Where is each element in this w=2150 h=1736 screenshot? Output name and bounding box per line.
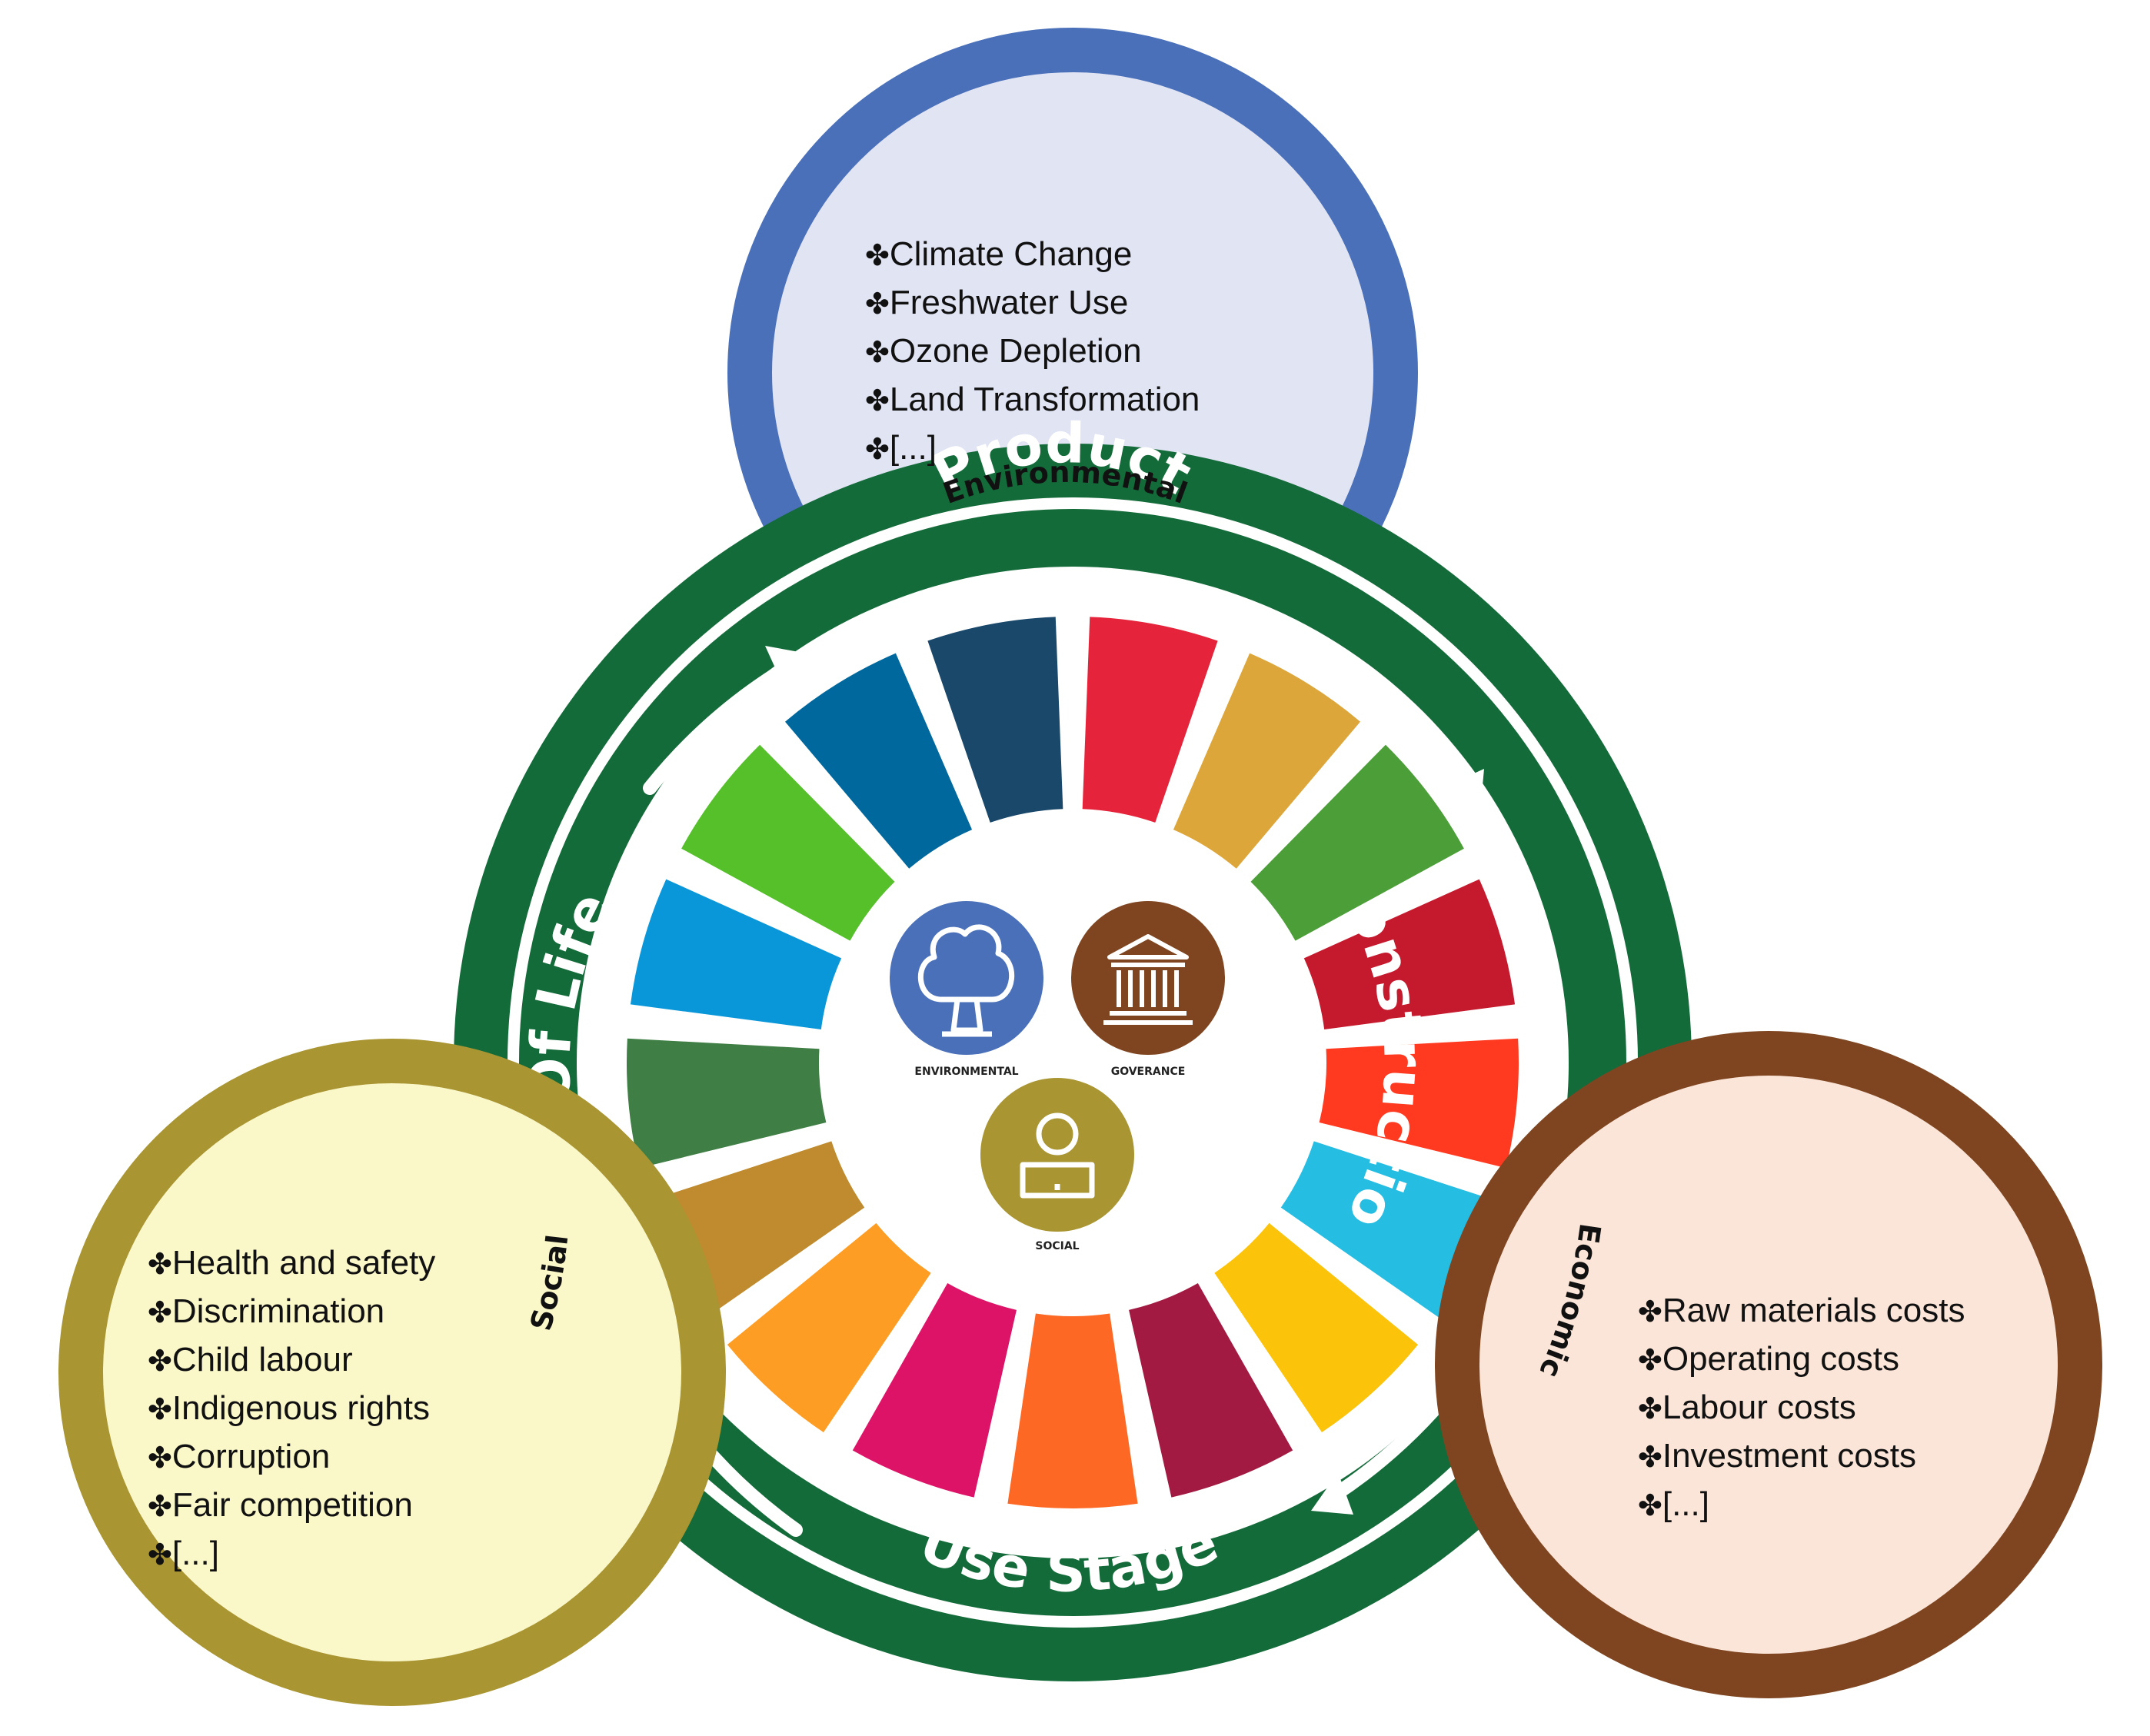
social-center-icon: SOCIAL <box>980 1078 1134 1252</box>
list-item-text: [...] <box>171 1535 219 1572</box>
list-item: ✤Discrimination <box>148 1288 435 1336</box>
tree-icon <box>890 901 1043 1055</box>
list-item-text: Corruption <box>171 1438 331 1475</box>
bullet-icon: ✤ <box>148 1344 172 1378</box>
list-item-text: Discrimination <box>171 1292 385 1330</box>
caption-environmental: ENVIRONMENTAL <box>914 1066 1018 1078</box>
sdg-segment <box>1214 1222 1419 1433</box>
list-item: ✤Freshwater Use <box>865 279 1200 328</box>
bullet-icon: ✤ <box>865 287 890 321</box>
building-icon <box>1071 901 1225 1055</box>
sdg-segment <box>1007 1313 1138 1508</box>
sdg-segment <box>1280 1141 1497 1318</box>
list-item: ✤Indigenous rights <box>148 1385 435 1433</box>
sdg-segment <box>1082 617 1218 823</box>
list-item: ✤Ozone Depletion <box>865 328 1200 376</box>
list-item-text: Health and safety <box>171 1244 436 1282</box>
bullet-icon: ✤ <box>865 432 890 466</box>
arrowhead-top-right <box>1442 769 1484 811</box>
bullet-icon: ✤ <box>1638 1488 1662 1522</box>
list-item: ✤Raw materials costs <box>1638 1287 1965 1335</box>
sdg-segment <box>627 1038 827 1169</box>
caption-governance: GOVERANCE <box>1111 1066 1186 1078</box>
list-item: ✤[...] <box>1638 1481 1965 1529</box>
list-item-text: Raw materials costs <box>1662 1292 1965 1329</box>
social-bubble <box>58 1039 726 1706</box>
environmental-center-icon: ENVIRONMENTAL <box>890 901 1043 1078</box>
bullet-icon: ✤ <box>865 384 890 417</box>
list-item: ✤[...] <box>865 424 1200 473</box>
arrow-top-right <box>1327 643 1472 795</box>
list-item: ✤Health and safety <box>148 1239 435 1288</box>
sdg-segment <box>681 744 895 941</box>
bullet-icon: ✤ <box>1638 1343 1662 1377</box>
bullet-icon: ✤ <box>148 1489 172 1523</box>
bullet-icon: ✤ <box>148 1295 172 1329</box>
bullet-icon: ✤ <box>148 1247 172 1281</box>
arrow-top-left <box>643 662 791 795</box>
caption-social: SOCIAL <box>1035 1240 1079 1252</box>
arrowhead-top-left <box>765 646 807 688</box>
sdg-segment <box>1129 1283 1293 1498</box>
list-item: ✤Labour costs <box>1638 1384 1965 1432</box>
list-item-text: Fair competition <box>171 1486 413 1524</box>
list-item: ✤Climate Change <box>865 231 1200 279</box>
list-item: ✤Child labour <box>148 1336 435 1385</box>
sdg-segment <box>1303 879 1516 1029</box>
governance-center-icon: GOVERANCE <box>1071 901 1225 1078</box>
list-item: ✤Investment costs <box>1638 1432 1965 1481</box>
list-item: ✤[...] <box>148 1530 435 1578</box>
bullet-icon: ✤ <box>1638 1295 1662 1329</box>
list-item-text: Child labour <box>171 1341 353 1378</box>
bullet-icon: ✤ <box>148 1392 172 1426</box>
list-item-text: Indigenous rights <box>171 1389 430 1427</box>
sdg-segment <box>927 617 1063 823</box>
list-item-text: Freshwater Use <box>889 284 1129 321</box>
list-item-text: [...] <box>889 429 937 467</box>
sdg-segment <box>1250 744 1464 941</box>
list-item: ✤Corruption <box>148 1433 435 1482</box>
list-item-text: [...] <box>1662 1485 1709 1523</box>
list-item-text: Ozone Depletion <box>889 332 1142 370</box>
arrowhead-bottom-right <box>1311 1472 1353 1515</box>
economic-list: ✤Raw materials costs✤Operating costs✤Lab… <box>1638 1287 1965 1529</box>
social-list: ✤Health and safety✤Discrimination✤Child … <box>148 1239 435 1578</box>
list-item: ✤Land Transformation <box>865 376 1200 424</box>
list-item-text: Investment costs <box>1662 1437 1916 1475</box>
sdg-segment <box>630 879 842 1029</box>
list-item-text: Climate Change <box>889 235 1133 273</box>
economic-bubble <box>1435 1031 2102 1698</box>
bullet-icon: ✤ <box>865 238 890 272</box>
list-item-text: Land Transformation <box>889 381 1200 418</box>
bullet-icon: ✤ <box>1638 1440 1662 1474</box>
sdg-segment <box>1319 1038 1519 1169</box>
sdg-segment <box>727 1222 931 1433</box>
bullet-icon: ✤ <box>148 1538 172 1571</box>
sdg-segment <box>1173 653 1361 869</box>
list-item-text: Labour costs <box>1662 1388 1856 1426</box>
list-item-text: Operating costs <box>1662 1340 1899 1378</box>
list-item: ✤Fair competition <box>148 1482 435 1530</box>
sdg-segment <box>784 653 973 869</box>
environmental-list: ✤Climate Change✤Freshwater Use✤Ozone Dep… <box>865 231 1200 473</box>
bullet-icon: ✤ <box>1638 1392 1662 1425</box>
bullet-icon: ✤ <box>865 335 890 369</box>
bullet-icon: ✤ <box>148 1441 172 1475</box>
list-item: ✤Operating costs <box>1638 1335 1965 1384</box>
sdg-segment <box>852 1283 1017 1498</box>
